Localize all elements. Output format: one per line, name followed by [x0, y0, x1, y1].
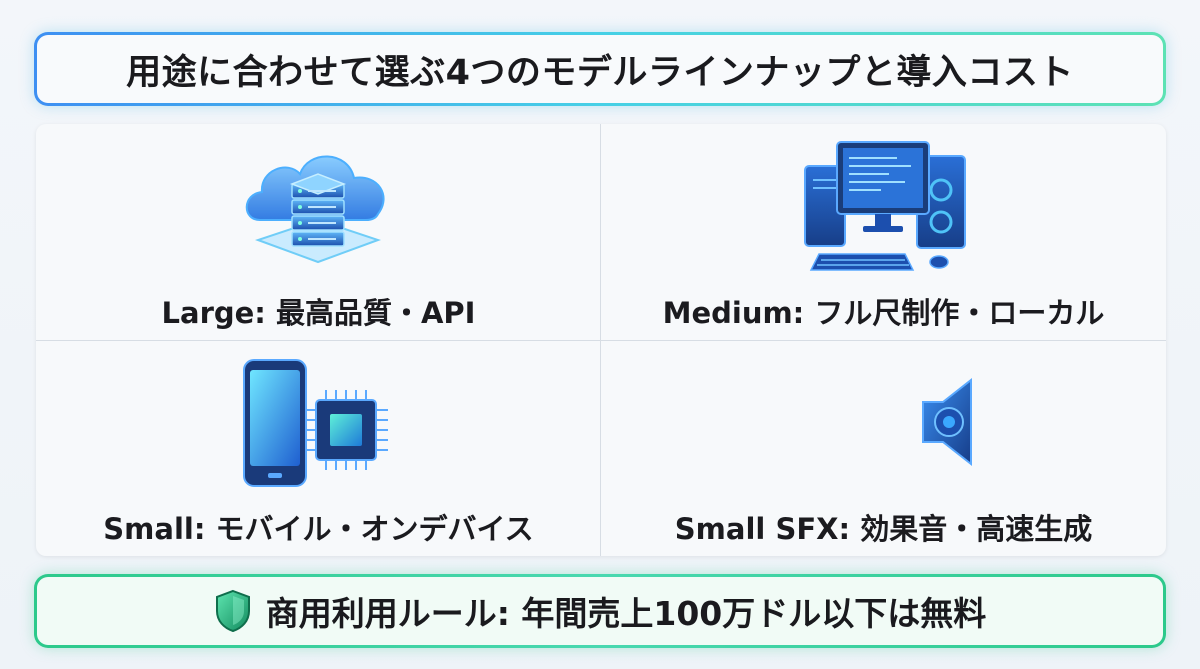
desktop-computer-icon — [804, 141, 966, 271]
footer-text: 商用利用ルール: 年間売上100万ドル以下は無料 — [265, 594, 987, 633]
model-card-large: Large: 最高品質・API — [36, 124, 601, 340]
footer-banner: 商用利用ルール: 年間売上100万ドル以下は無料 — [34, 574, 1166, 648]
model-label-small-sfx: Small SFX: 効果音・高速生成 — [674, 512, 1093, 546]
model-label-small: Small: モバイル・オンデバイス — [103, 512, 534, 546]
model-grid: Large: 最高品質・API — [36, 124, 1166, 556]
page-title: 用途に合わせて選ぶ4つのモデルラインナップと導入コスト — [126, 52, 1074, 93]
model-card-small-sfx: Small SFX: 効果音・高速生成 — [601, 340, 1166, 556]
model-card-medium: Medium: フル尺制作・ローカル — [601, 124, 1166, 340]
soundwave-speaker-icon — [791, 366, 972, 478]
smartphone-chip-icon — [243, 359, 388, 487]
model-label-large: Large: 最高品質・API — [161, 296, 476, 330]
model-label-medium: Medium: フル尺制作・ローカル — [662, 296, 1105, 330]
cloud-server-icon — [245, 155, 385, 264]
shield-icon — [215, 589, 250, 633]
grid-divider-horizontal — [36, 340, 1166, 341]
title-banner: 用途に合わせて選ぶ4つのモデルラインナップと導入コスト — [34, 32, 1166, 106]
model-card-small: Small: モバイル・オンデバイス — [36, 340, 601, 556]
